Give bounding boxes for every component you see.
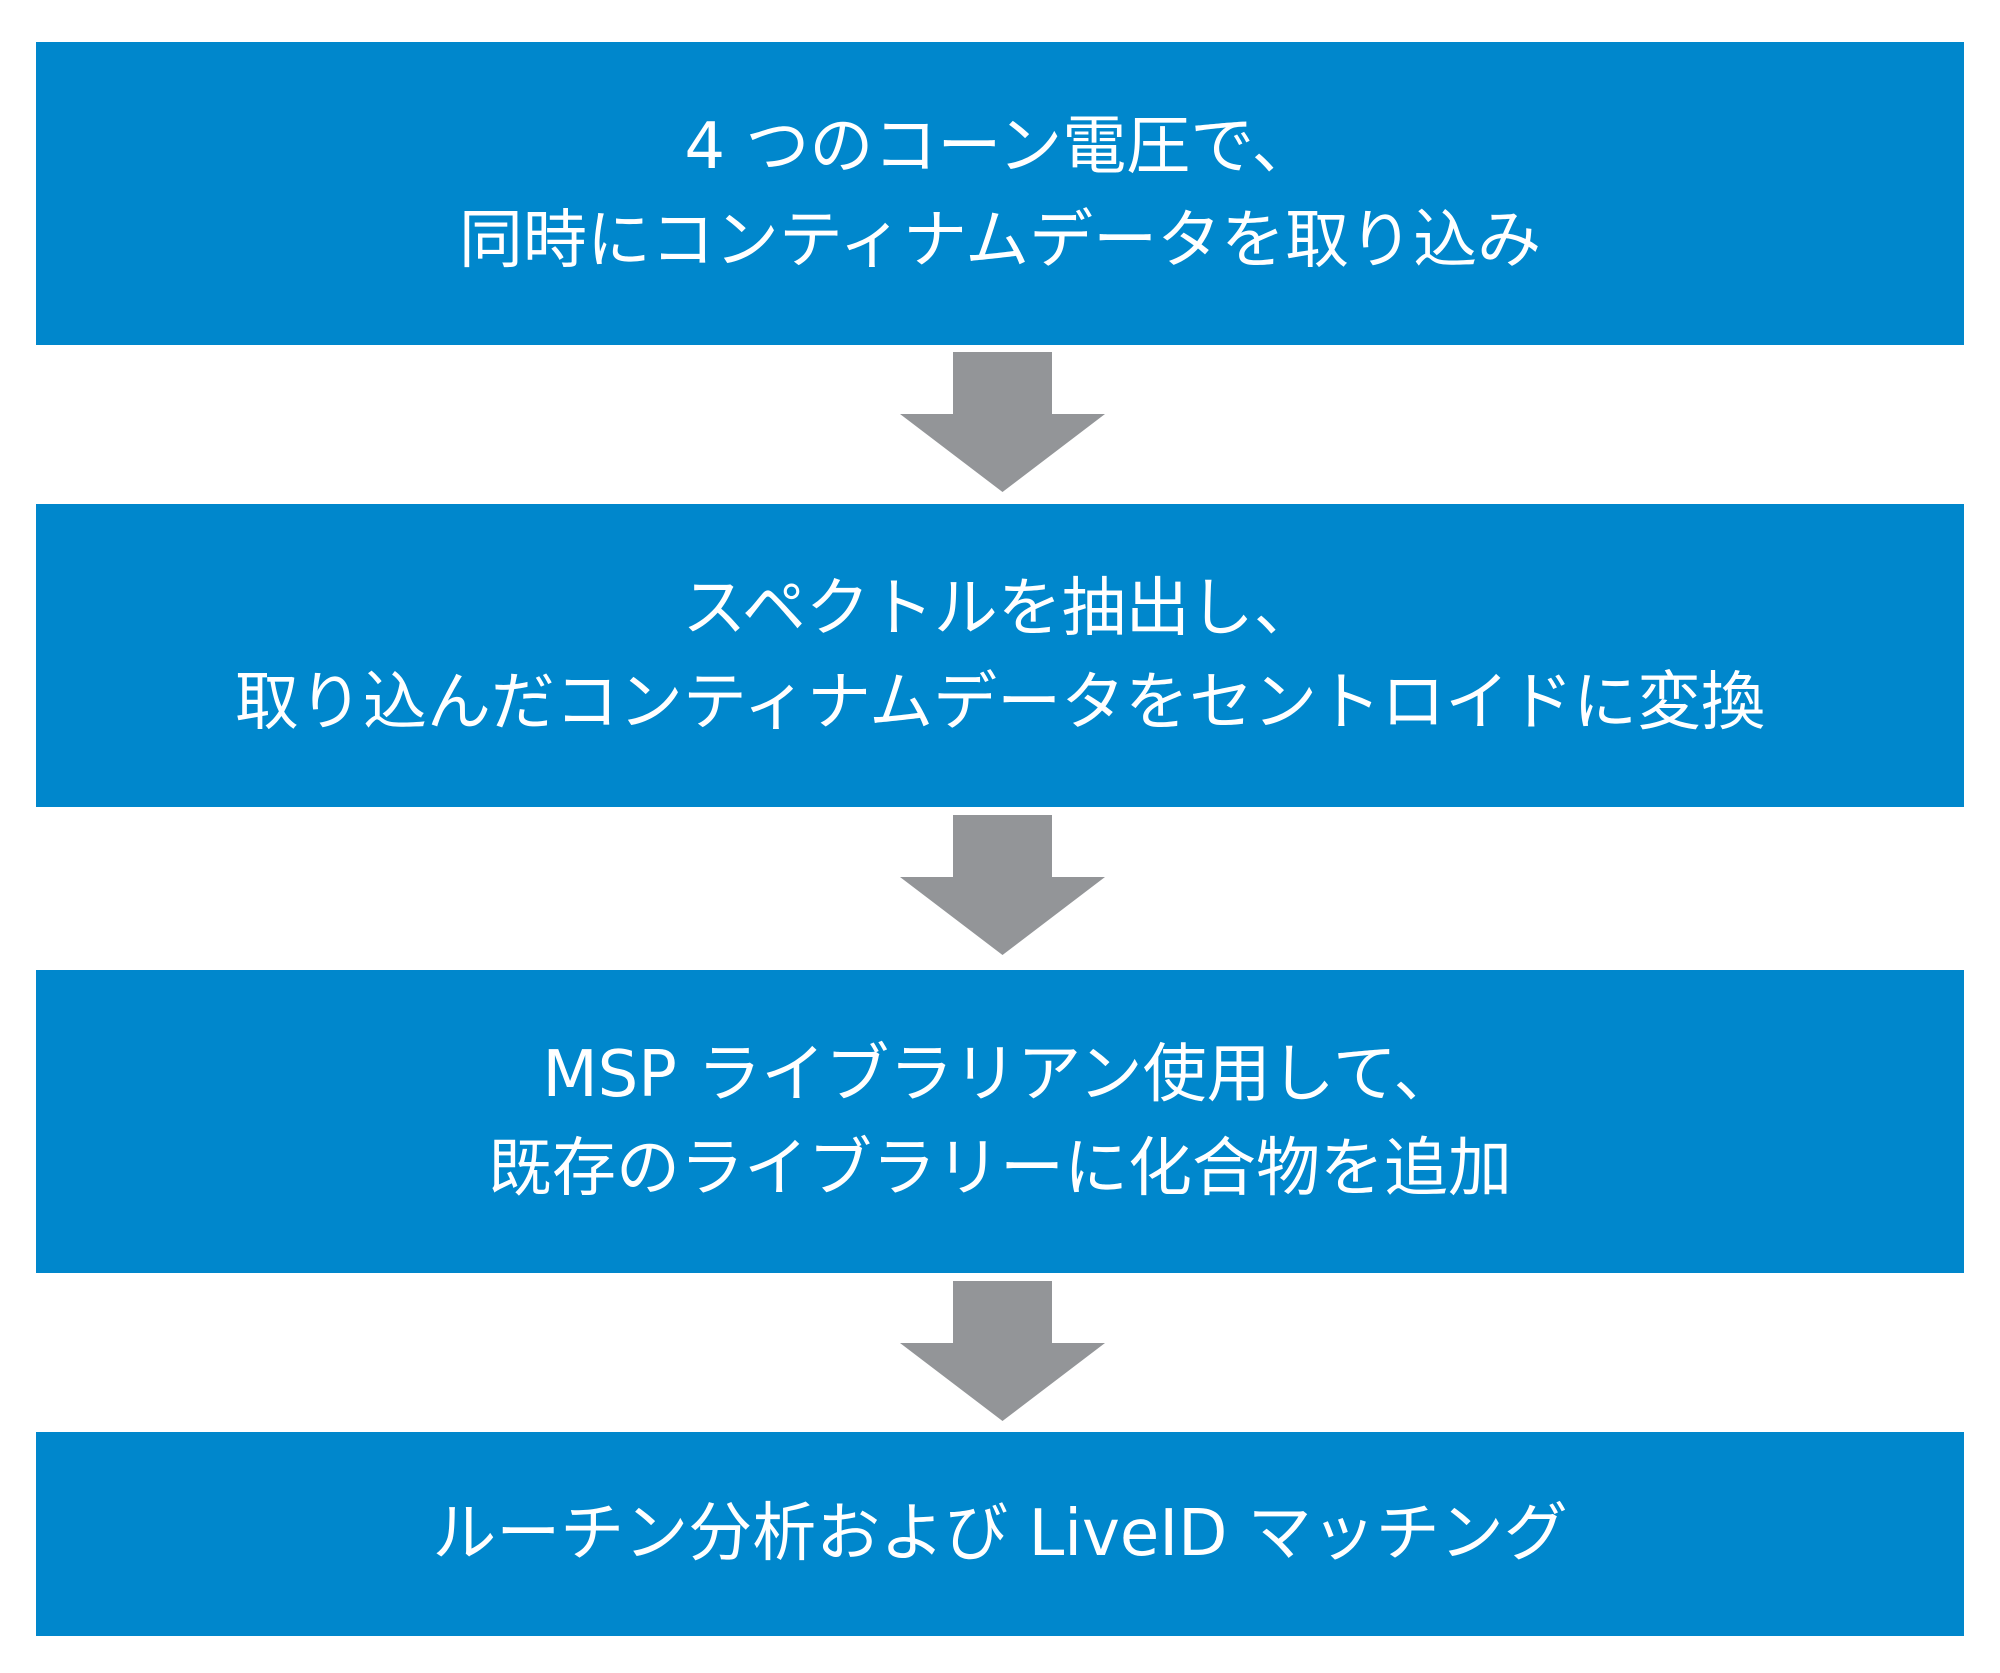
flow-step-2-box: スペクトルを抽出し、 取り込んだコンティナムデータをセントロイドに変換 [36,504,1964,807]
flow-step-3-line-2: 既存のライブラリーに化合物を追加 [488,1131,1512,1206]
flow-step-3-box: MSP ライブラリアン使用して、 既存のライブラリーに化合物を追加 [36,970,1964,1273]
flow-step-1-box: 4 つのコーン電圧で、 同時にコンティナムデータを取り込み [36,42,1964,345]
flow-step-2-line-1: スペクトルを抽出し、 [682,571,1318,646]
flow-step-3-line-1: MSP ライブラリアン使用して、 [542,1037,1458,1112]
down-arrow-icon [900,1281,1105,1421]
flow-step-4-box: ルーチン分析および LiveID マッチング [36,1432,1964,1636]
flow-step-1-line-1: 4 つのコーン電圧で、 [684,109,1316,184]
flow-step-1-line-2: 同時にコンティナムデータを取り込み [458,203,1542,278]
flow-step-4-line-1: ルーチン分析および LiveID マッチング [432,1497,1568,1571]
down-arrow-icon [900,815,1105,955]
down-arrow-icon [900,352,1105,492]
flow-step-2-line-2: 取り込んだコンティナムデータをセントロイドに変換 [234,665,1766,740]
